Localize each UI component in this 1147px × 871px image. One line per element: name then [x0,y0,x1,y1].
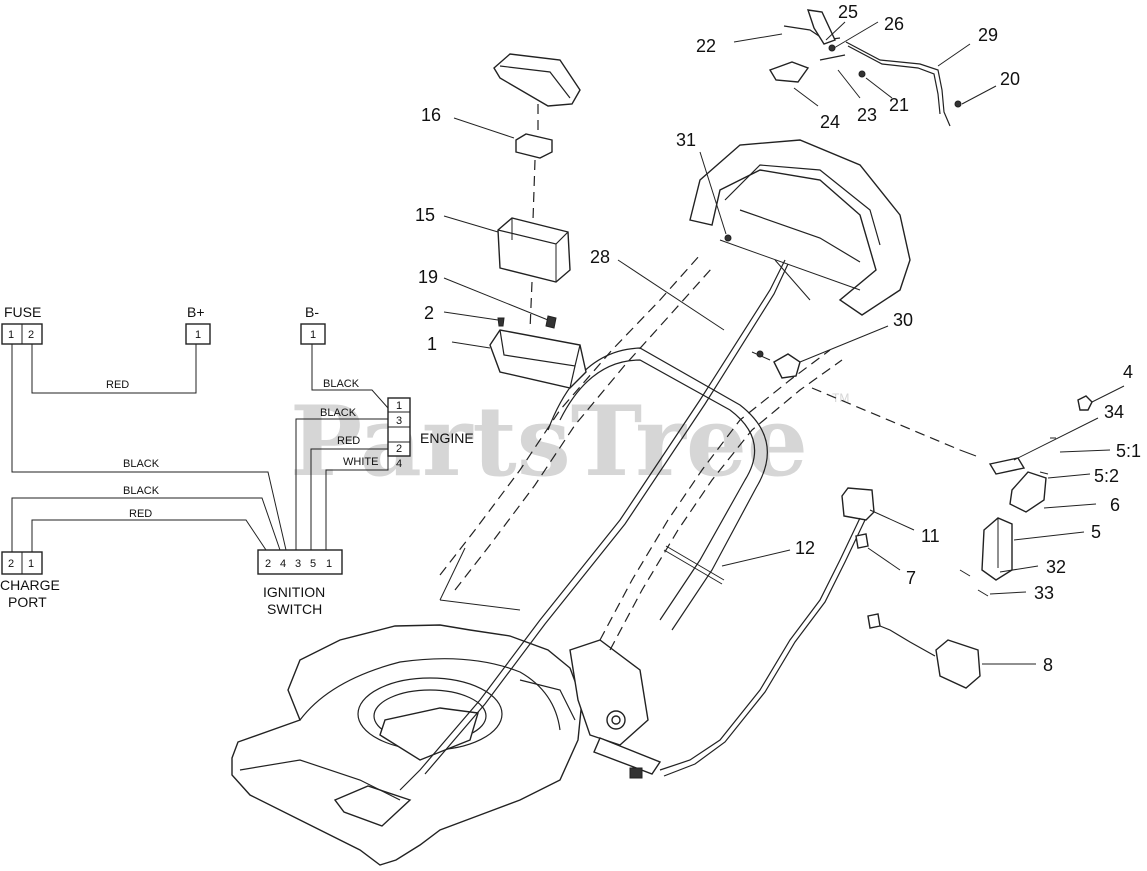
callout-15: 15 [415,205,435,225]
callout-19: 19 [418,267,438,287]
callout-25: 25 [838,2,858,22]
handle-knob [773,353,801,379]
clip-19 [545,315,557,329]
screw-2 [497,317,505,327]
control-cable [399,259,789,791]
bplus-pin-1: 1 [195,329,201,341]
wire-white-engine [325,456,389,550]
wire-label-red-charge: RED [129,508,152,520]
callout-21: 21 [889,95,909,115]
callout-16: 16 [421,105,441,125]
callout-34: 34 [1104,402,1124,422]
callout-29: 29 [978,25,998,45]
wire-label-red-fuse: RED [106,379,129,391]
callout-12: 12 [795,538,815,558]
callout-28: 28 [590,247,610,267]
pad [515,133,553,159]
wire-label-black-bminus: BLACK [323,378,360,390]
wire-label-red-engine: RED [337,435,360,447]
bolt-31 [724,234,732,242]
ignition-pin-5: 5 [310,558,316,570]
callout-26: 26 [884,14,904,34]
callout-5: 5 [1091,522,1101,542]
ignition-pin-1: 1 [326,558,332,570]
callout-31: 31 [676,130,696,150]
bplus-connector [185,323,211,345]
callout-20: 20 [1000,69,1020,89]
charger [867,613,981,689]
callout-5-1: 5:1 [1116,441,1141,461]
battery-cover [493,53,581,107]
callout-24: 24 [820,112,840,132]
charge-port-pin-2: 2 [8,558,14,570]
engine-pin-4: 4 [396,458,402,470]
wiring-schematic: FUSE 1 2 B+ 1 B- 1 1 3 2 4 ENGINE 2 1 CH… [0,304,474,617]
fuse-title: FUSE [4,304,41,320]
battery [497,217,571,283]
watermark: PartsTree TM [290,385,849,498]
charge-port-title-line1: CHARGE [0,577,60,593]
ignition-pin-2: 2 [265,558,271,570]
bplus-title: B+ [187,304,205,320]
leader-lines [443,21,1125,665]
ignition-title-line2: SWITCH [267,601,322,617]
wire-black-top [295,418,388,550]
wire-label-black-long: BLACK [123,458,160,470]
callout-23: 23 [857,105,877,125]
wire-harness [659,487,875,777]
engine-pin-1: 1 [396,400,402,412]
bminus-title: B- [305,304,319,320]
wire-red-engine [310,448,388,550]
callout-22: 22 [696,36,716,56]
callout-4: 4 [1123,362,1133,382]
ignition-key-assembly [959,395,1093,597]
fuse-pin-2: 2 [28,329,34,341]
rod-12 [663,549,723,585]
callout-8: 8 [1043,655,1053,675]
callout-11: 11 [921,526,940,546]
wire-black-charge [11,497,281,552]
wire-label-black-charge: BLACK [123,485,160,497]
ignition-pin-3: 3 [295,558,301,570]
callout-7: 7 [906,568,916,588]
callout-30: 30 [893,310,913,330]
ignition-pin-4: 4 [280,558,286,570]
bminus-connector [300,323,326,345]
mower-deck [231,624,662,866]
engine-title: ENGINE [420,430,474,446]
callout-2: 2 [424,303,434,323]
engine-pin-3: 3 [396,415,402,427]
callout-1: 1 [427,334,437,354]
wire-black-bminus [311,344,389,409]
handle-frame [439,139,911,651]
ignition-title-line1: IGNITION [263,584,325,600]
wire-label-white-engine: WHITE [343,456,378,468]
wire-black-long [11,344,287,551]
engine-pin-2: 2 [396,443,402,455]
battery-box [489,329,587,389]
wire-red-fuse [31,344,197,394]
callout-5-2: 5:2 [1094,466,1119,486]
callouts: 1 2 19 15 16 28 31 30 22 25 26 29 20 21 … [415,2,1141,675]
callout-33: 33 [1034,583,1054,603]
charge-port-title-line2: PORT [8,594,47,610]
watermark-text: PartsTree [290,385,808,498]
bail-assembly [768,9,962,127]
callout-6: 6 [1110,495,1120,515]
wire-red-charge [31,519,267,552]
fuse-pin-1: 1 [8,329,14,341]
charge-port-pin-1: 1 [28,558,34,570]
bminus-pin-1: 1 [310,329,316,341]
callout-32: 32 [1046,557,1066,577]
ignition-switch-connector [257,549,343,575]
wire-label-black-top: BLACK [320,407,357,419]
